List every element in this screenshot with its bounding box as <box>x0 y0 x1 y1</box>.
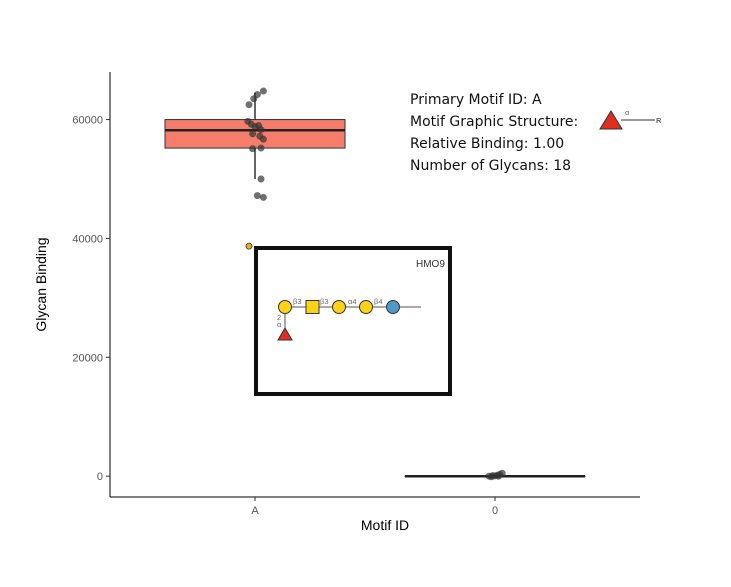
y-tick-label: 20000 <box>72 352 103 364</box>
galactose-circle-icon <box>332 300 346 314</box>
annotation-relative-binding: Relative Binding: 1.00 <box>410 136 564 152</box>
data-point <box>245 101 253 109</box>
x-tick-label: 0 <box>492 505 498 517</box>
galactose-circle-icon <box>359 300 373 314</box>
data-point <box>257 175 265 183</box>
motif-link-label: α <box>625 108 630 117</box>
linkage-label: β4 <box>374 297 383 306</box>
data-point <box>259 87 267 95</box>
glcnac-square-icon <box>305 300 320 314</box>
data-point <box>487 473 495 481</box>
y-tick-label: 0 <box>97 471 103 483</box>
data-point <box>249 145 257 153</box>
fucose-triangle-icon <box>599 110 623 130</box>
data-point <box>249 130 257 138</box>
data-point <box>259 193 267 201</box>
x-tick-label: A <box>251 505 259 517</box>
inset-title: HMO9 <box>416 259 445 270</box>
annotation-motif-id: Primary Motif ID: A <box>410 92 542 108</box>
y-tick-label: 40000 <box>72 233 103 245</box>
inset-frame <box>254 246 452 396</box>
linkage-label: α4 <box>348 297 357 306</box>
fucose-triangle-icon <box>277 327 293 341</box>
data-points <box>244 87 506 481</box>
glucose-circle-icon <box>386 300 400 314</box>
data-point <box>495 472 503 480</box>
data-point <box>253 192 261 200</box>
data-point <box>257 126 265 134</box>
boxes <box>164 92 586 478</box>
data-point <box>253 91 261 99</box>
linkage-label: β3 <box>320 297 329 306</box>
data-point <box>259 135 267 143</box>
x-axis-title: Motif ID <box>361 517 409 533</box>
annotation-number-of-glycans: Number of Glycans: 18 <box>410 158 571 174</box>
reducing-end-label: R <box>656 116 662 125</box>
outlier-point <box>245 242 253 250</box>
annotation-graphic-structure: Motif Graphic Structure: <box>410 114 578 130</box>
galactose-circle-icon <box>278 300 292 314</box>
y-tick-label: 60000 <box>72 115 103 127</box>
data-point <box>257 144 265 152</box>
linkage-label: β3 <box>293 297 302 306</box>
motif-structure-glyph: α R <box>599 108 662 130</box>
y-axis-title: Glycan Binding <box>33 237 49 331</box>
